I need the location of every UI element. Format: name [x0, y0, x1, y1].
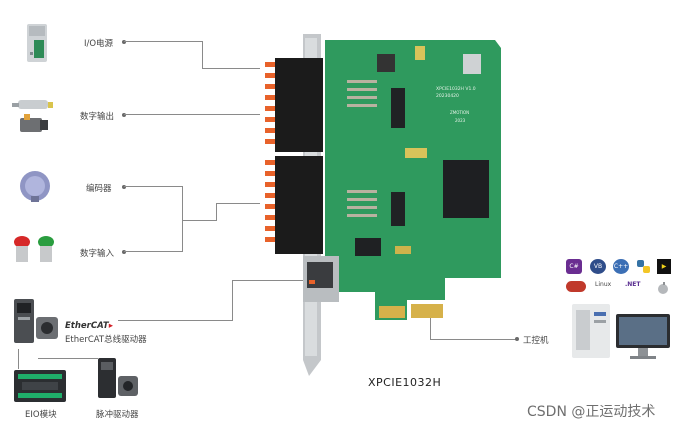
drive-to-pulse-line	[38, 358, 98, 359]
eio-module-label: EIO模块	[25, 410, 57, 420]
digital-input-line	[124, 251, 182, 252]
encoder-label: 编码器	[86, 184, 112, 194]
digital-output-connector-dot	[122, 113, 126, 117]
ethercat-drive-label: EtherCAT总线驱动器	[65, 335, 147, 345]
host-pc-connector-dot	[515, 337, 519, 341]
io-power-line	[124, 41, 202, 42]
io-power-line-h2	[202, 68, 260, 69]
board-year-silk: 2023	[455, 118, 466, 123]
ethercat-line-h2	[232, 280, 306, 281]
product-name: XPCIE1032H	[368, 376, 442, 389]
io-power-supply-icon	[22, 22, 52, 64]
host-pc-line	[430, 310, 431, 340]
eio-module-icon	[12, 368, 68, 404]
digital-output-line	[124, 114, 260, 115]
pneumatic-cylinder-icon	[10, 94, 55, 138]
board-date-silk: 20230420	[436, 94, 459, 99]
bracket-to-card-h2	[216, 203, 260, 204]
pulse-drive-label: 脉冲驱动器	[96, 410, 139, 420]
ethercat-line-v	[232, 280, 233, 321]
industrial-pc-icon	[566, 300, 616, 362]
push-buttons-icon	[10, 233, 58, 267]
matlab-icon	[566, 281, 586, 292]
csharp-icon: C#	[566, 259, 582, 274]
ethercat-servo-drive-icon	[10, 297, 62, 349]
drive-chain-vertical	[18, 349, 19, 369]
linux-icon: Linux	[595, 281, 612, 288]
csdn-watermark: CSDN @正运动技术	[527, 404, 656, 420]
io-power-line-v	[202, 41, 203, 68]
ethercat-line	[118, 320, 232, 321]
ethercat-logo: EtherCAT▸	[65, 321, 113, 331]
bracket-to-card-v	[216, 203, 217, 221]
mac-icon	[657, 279, 669, 294]
board-brand-silk: ZMOTION	[450, 110, 470, 115]
python-icon	[636, 259, 652, 274]
board-model-silk: XPCIE1032H V1.0	[436, 87, 476, 92]
encoder-icon	[18, 168, 52, 204]
digital-output-label: 数字输出	[80, 112, 115, 122]
vb-icon: VB	[590, 259, 606, 274]
encoder-connector-dot	[122, 185, 126, 189]
digital-input-label: 数字输入	[80, 249, 115, 259]
digital-input-connector-dot	[122, 250, 126, 254]
labview-icon: ▶	[657, 259, 671, 274]
bracket-vertical	[182, 186, 183, 252]
dotnet-icon: .NET	[625, 281, 641, 288]
io-power-label: I/O电源	[84, 39, 114, 49]
monitor-icon	[614, 312, 672, 362]
host-pc-label: 工控机	[523, 336, 549, 346]
cpp-icon: C++	[613, 259, 629, 274]
host-pc-line-h	[430, 339, 516, 340]
io-power-connector-dot	[122, 40, 126, 44]
encoder-line	[124, 186, 182, 187]
bracket-to-card	[182, 220, 216, 221]
pcie-card-image	[255, 30, 505, 380]
pulse-drive-icon	[96, 356, 140, 402]
